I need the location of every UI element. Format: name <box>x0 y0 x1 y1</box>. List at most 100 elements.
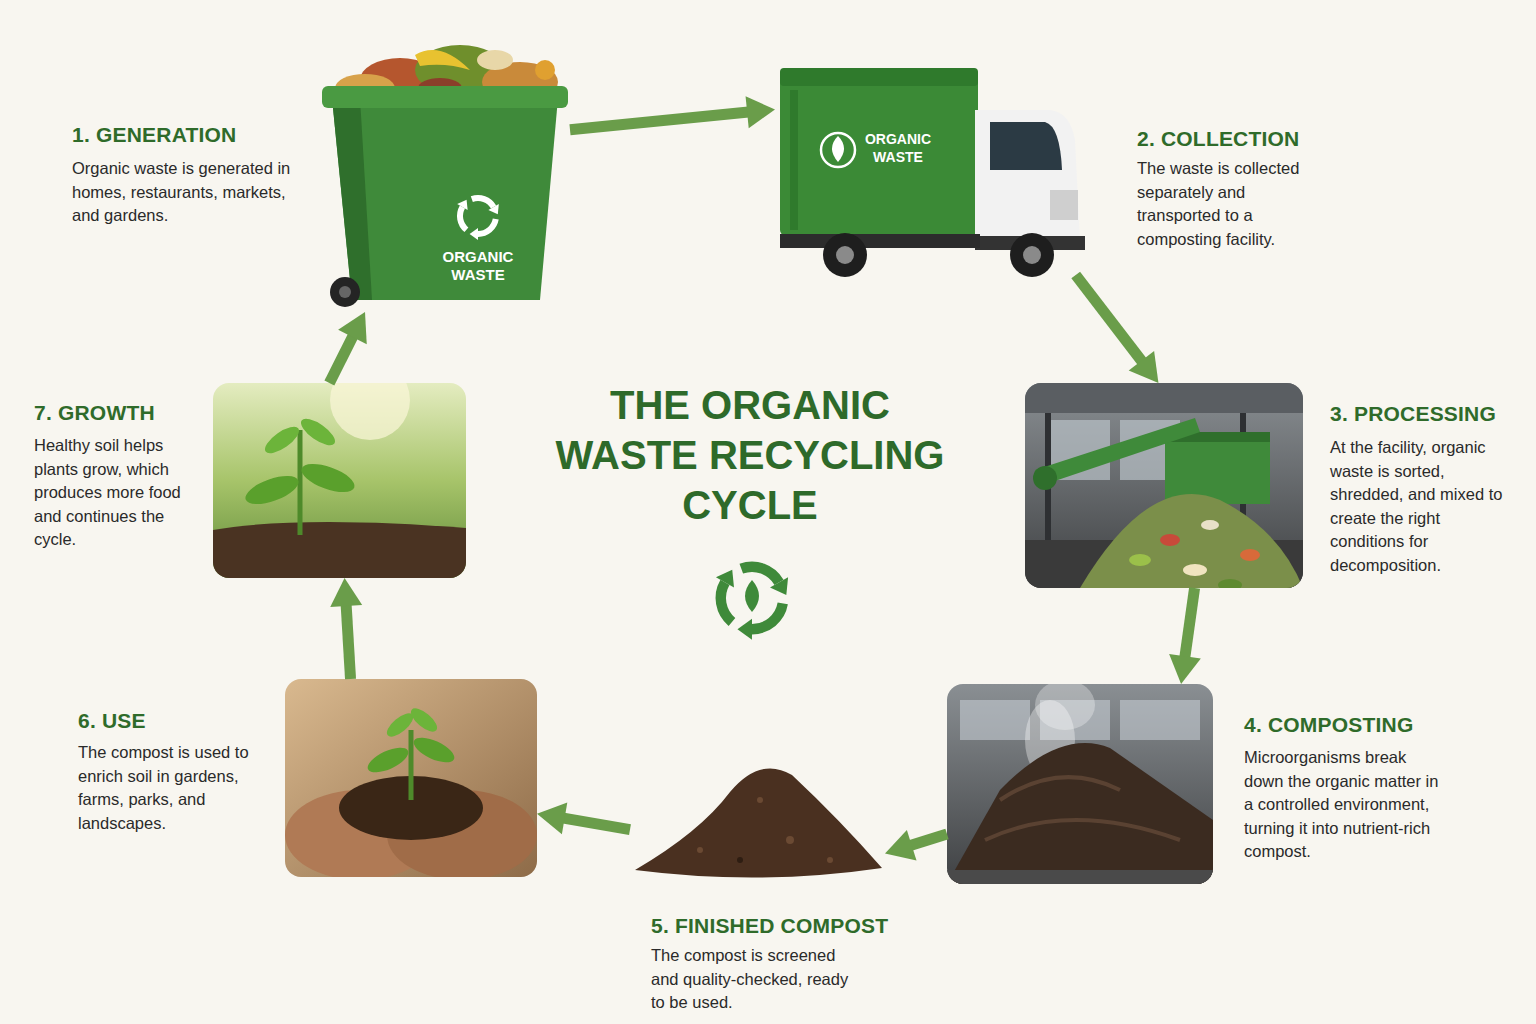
organic-waste-bin-part <box>415 50 470 70</box>
collection-truck-part <box>821 133 855 167</box>
step-description: At the facility, organic waste is sorted… <box>1330 436 1515 577</box>
step-heading: 6. USE <box>78 708 278 734</box>
cycle-arrow <box>1169 588 1201 684</box>
finished-compost-pile-part <box>827 857 833 863</box>
arrow-head <box>1169 654 1201 684</box>
growing-plant-photo-part <box>213 522 466 578</box>
organic-waste-bin-part <box>330 277 360 307</box>
collection-truck-part <box>1023 246 1041 264</box>
arrow-head <box>537 803 567 835</box>
collection-truck-part <box>823 233 867 277</box>
step-description: The waste is collected separately and tr… <box>1137 157 1332 251</box>
organic-waste-bin-part <box>452 198 499 243</box>
hands-with-seedling-photo-part <box>410 733 457 768</box>
collection-truck-part <box>990 122 1062 170</box>
step-description: The compost is used to enrich soil in ga… <box>78 741 273 835</box>
recycle-icon-part <box>745 580 759 612</box>
collection-truck-part <box>780 68 978 236</box>
collection-truck-part <box>1050 190 1078 220</box>
processing-photo-part <box>1201 520 1219 530</box>
printed-label: ORGANIC WASTE <box>858 130 938 166</box>
hands-with-seedling-photo <box>285 679 537 877</box>
growing-plant-photo <box>213 383 466 578</box>
step-description: Healthy soil helps plants grow, which pr… <box>34 434 206 552</box>
collection-truck-part <box>832 136 844 162</box>
step-description: Organic waste is generated in homes, res… <box>72 157 317 228</box>
step-node: 5. FINISHED COMPOSTThe compost is screen… <box>630 760 885 880</box>
processing-photo-part <box>1080 494 1303 588</box>
step-node: 3. PROCESSINGAt the facility, organic wa… <box>1025 383 1303 588</box>
processing-photo-part <box>1025 383 1303 588</box>
processing-photo-part <box>1240 549 1260 561</box>
step-heading: 4. COMPOSTING <box>1244 712 1464 738</box>
collection-truck-part <box>790 90 798 230</box>
growing-plant-photo-part <box>261 422 303 458</box>
step-heading: 7. GROWTH <box>34 400 209 426</box>
processing-photo-part <box>1035 418 1200 486</box>
finished-compost-pile-part <box>737 857 743 863</box>
composting-photo-part <box>947 743 1213 884</box>
processing-photo-part <box>1183 564 1207 576</box>
composting-photo-part <box>1120 700 1200 740</box>
growing-plant-photo-part <box>297 414 339 450</box>
organic-waste-bin-part <box>322 86 568 108</box>
collection-truck-part <box>780 68 978 86</box>
step-description: Microorganisms break down the organic ma… <box>1244 746 1444 864</box>
arrow-shaft <box>1184 588 1194 660</box>
hands-with-seedling-photo-part <box>409 730 414 800</box>
arrow-shaft <box>908 834 947 846</box>
arrow-shaft <box>1076 275 1144 364</box>
organic-waste-bin-part <box>332 98 372 300</box>
step-heading: 3. PROCESSING <box>1330 401 1530 427</box>
step-heading: 2. COLLECTION <box>1137 126 1337 152</box>
recycle-icon <box>707 567 788 645</box>
finished-compost-pile-part <box>697 847 703 853</box>
collection-truck-part <box>780 234 980 248</box>
finished-compost-pile-part <box>635 768 882 877</box>
arrow-head <box>885 830 917 861</box>
step-node: 2. COLLECTIONThe waste is collected sepa… <box>775 60 1085 275</box>
cycle-arrow <box>537 803 630 835</box>
cycle-arrow <box>330 578 362 679</box>
composting-photo-part <box>1035 684 1095 730</box>
arrow-head <box>330 578 362 607</box>
step-node: 6. USEThe compost is used to enrich soil… <box>285 679 537 877</box>
processing-photo-part <box>1025 383 1303 413</box>
composting-photo-part <box>947 870 1213 884</box>
composting-photo <box>947 684 1213 884</box>
arrow-shaft <box>570 112 751 130</box>
finished-compost-pile <box>635 768 882 877</box>
collection-truck <box>780 68 1085 277</box>
arrow-head <box>746 96 775 128</box>
step-node: 1. GENERATIONOrganic waste is generated … <box>320 40 570 312</box>
collection-truck-part <box>975 110 1080 240</box>
processing-photo-part <box>1160 534 1180 546</box>
organic-waste-bin-part <box>332 98 558 300</box>
finished-compost-pile-part <box>786 836 794 844</box>
growing-plant-photo-part <box>242 470 302 510</box>
cycle-arrow <box>1076 275 1159 383</box>
step-description: The compost is screened and quality-chec… <box>651 944 856 1015</box>
arrow-head <box>338 312 367 344</box>
growing-plant-photo-part <box>330 383 410 440</box>
step-heading: 1. GENERATION <box>72 122 322 148</box>
finished-compost-pile-part <box>757 797 763 803</box>
cycle-arrow <box>570 96 775 129</box>
hands-with-seedling-photo-part <box>407 704 441 735</box>
processing-photo-part <box>1218 579 1242 588</box>
arrow-shaft <box>329 333 354 383</box>
cycle-arrow <box>885 830 947 861</box>
arrow-head <box>1129 351 1159 383</box>
collection-truck-part <box>1010 233 1054 277</box>
organic-waste-bin-part <box>477 50 513 70</box>
step-node: 4. COMPOSTINGMicroorganisms break down t… <box>947 684 1213 884</box>
processing-photo-part <box>1129 554 1151 566</box>
organic-waste-bin <box>322 45 568 307</box>
step-node: 7. GROWTHHealthy soil helps plants grow,… <box>213 383 466 578</box>
composting-photo-part <box>960 700 1030 740</box>
printed-label: ORGANIC WASTE <box>430 248 526 284</box>
composting-photo-part <box>985 820 1180 840</box>
growing-plant-photo-part <box>298 458 358 498</box>
arrow-shaft <box>561 818 630 830</box>
